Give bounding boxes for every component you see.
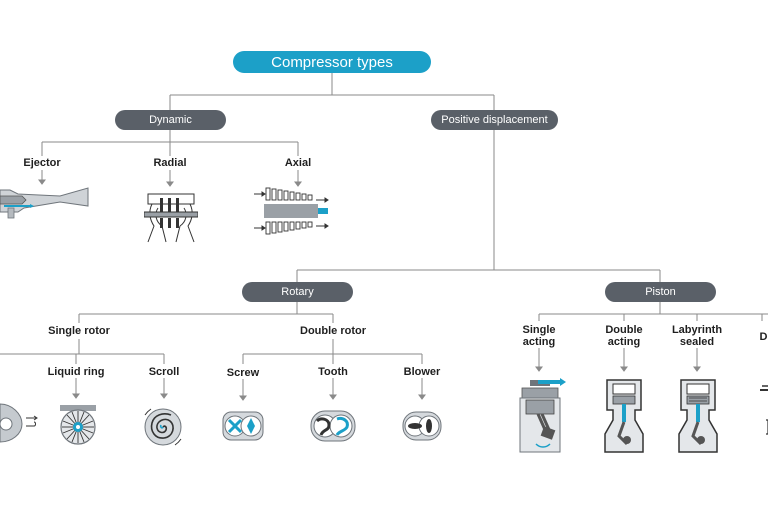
- ejector-icon: [0, 187, 89, 219]
- label-tooth: Tooth: [318, 366, 348, 378]
- category-rotary-label: Rotary: [281, 286, 314, 298]
- label-labyrinth-sealed-line2: sealed: [679, 336, 715, 348]
- category-positive-displacement: Positive displacement: [431, 110, 558, 130]
- axial-compressor-icon: [254, 187, 329, 235]
- vane-compressor-icon: [0, 403, 38, 443]
- label-single-acting-line1: Single: [522, 324, 556, 336]
- blower-icon: [402, 411, 442, 441]
- label-blower: Blower: [403, 366, 441, 378]
- double-acting-piston-icon: [604, 379, 644, 453]
- root-title: Compressor types: [271, 53, 393, 71]
- scroll-compressor-icon: [144, 408, 182, 446]
- label-double-acting: Double acting: [605, 324, 642, 348]
- category-piston: Piston: [605, 282, 716, 302]
- label-screw: Screw: [226, 367, 260, 379]
- labyrinth-sealed-piston-icon: [678, 379, 718, 453]
- label-liquid-ring: Liquid ring: [47, 366, 105, 378]
- category-dynamic: Dynamic: [115, 110, 226, 130]
- label-single-acting: Single acting: [522, 324, 555, 348]
- label-scroll: Scroll: [148, 366, 180, 378]
- label-double-rotor: Double rotor: [300, 325, 366, 337]
- label-diaphragm-partial: Di: [759, 331, 768, 343]
- category-positive-displacement-label: Positive displacement: [441, 114, 548, 126]
- label-ejector: Ejector: [23, 157, 61, 169]
- label-labyrinth-sealed: Labyrinth sealed: [672, 324, 722, 348]
- label-single-acting-line2: acting: [522, 336, 556, 348]
- screw-compressor-icon: [222, 411, 264, 441]
- category-piston-label: Piston: [645, 286, 676, 298]
- diaphragm-compressor-icon: [760, 385, 768, 435]
- label-single-rotor: Single rotor: [48, 325, 110, 337]
- label-axial: Axial: [284, 157, 312, 169]
- label-labyrinth-sealed-line1: Labyrinth: [671, 324, 723, 336]
- label-double-acting-line2: acting: [607, 336, 641, 348]
- single-acting-piston-icon: [519, 378, 566, 453]
- liquid-ring-icon: [60, 405, 96, 445]
- tooth-compressor-icon: [310, 410, 356, 442]
- root-node-compressor-types: Compressor types: [233, 51, 431, 73]
- radial-compressor-icon: [144, 193, 198, 243]
- category-dynamic-label: Dynamic: [149, 114, 192, 126]
- category-rotary: Rotary: [242, 282, 353, 302]
- label-radial: Radial: [153, 157, 187, 169]
- label-double-acting-line1: Double: [605, 324, 643, 336]
